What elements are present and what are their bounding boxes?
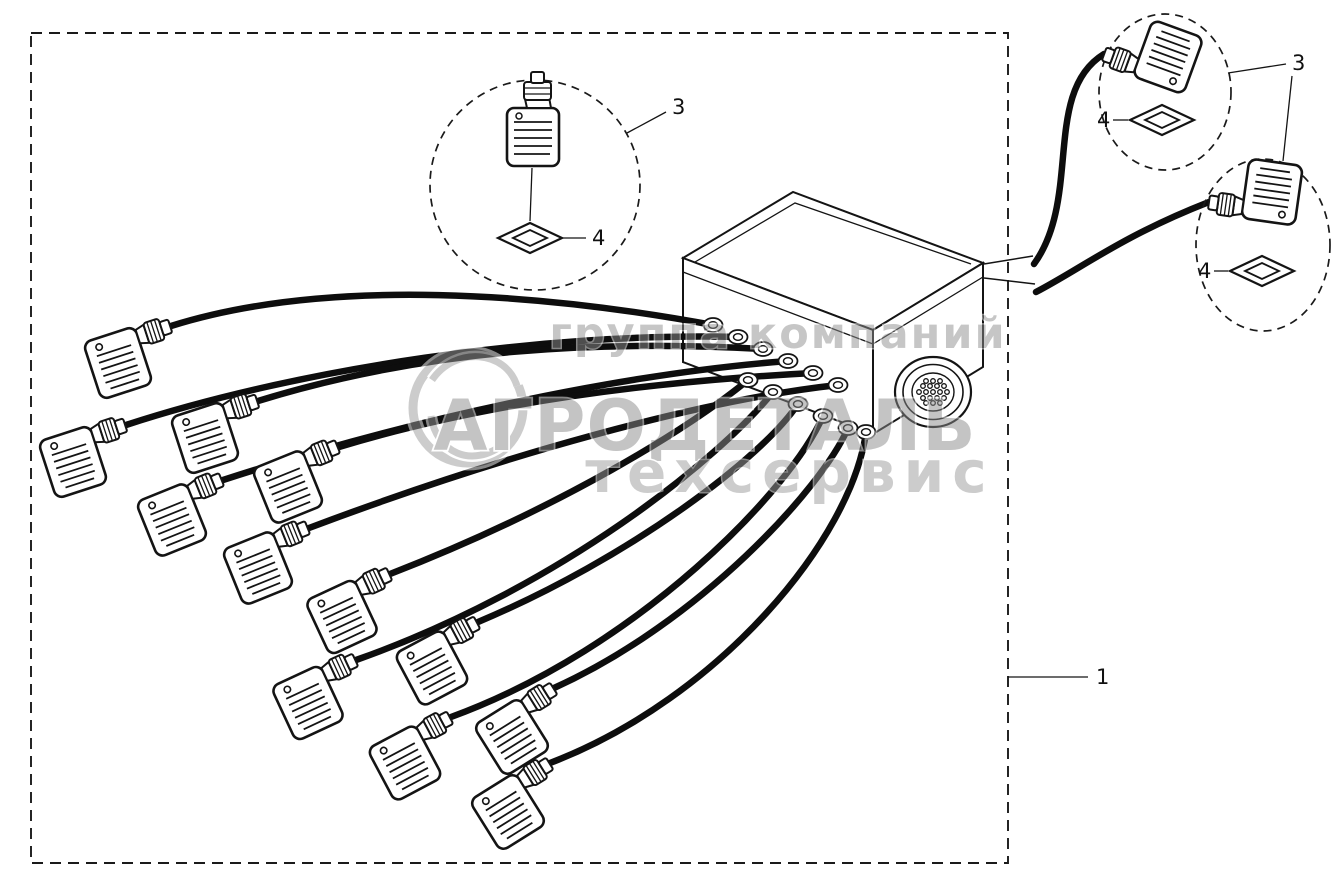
detail-circle-top-right-1: 4 (1097, 6, 1232, 171)
connector-plug (467, 752, 577, 854)
detail-connector-front (505, 71, 561, 168)
cable-external (1032, 198, 1213, 296)
cable (254, 342, 767, 405)
multipin-connector (893, 355, 973, 429)
detail-circle-top-right-2: 4 (1195, 152, 1331, 332)
connector-plug (81, 314, 187, 402)
connector-plug (365, 706, 475, 804)
watermark-line2: АГРОДЕТАЛЬ (433, 385, 976, 467)
connector-plug (303, 562, 412, 657)
cable (474, 400, 802, 626)
cable-bundle (122, 50, 1213, 767)
connector-plug (1206, 152, 1305, 227)
connector-pins (916, 378, 950, 406)
connector-plug (168, 389, 274, 477)
callout-4-label: 4 (592, 226, 605, 250)
watermark-logo-icon (405, 345, 531, 471)
connector-plug (392, 611, 502, 709)
connector-plug (471, 677, 581, 779)
seal-gasket (1228, 254, 1296, 288)
cable (546, 428, 870, 767)
connector-plug (36, 413, 142, 501)
watermark-line1: группа компаний (549, 309, 1006, 359)
callout-3-label: 3 (1292, 51, 1305, 75)
watermark-line3: техсервис (585, 438, 994, 506)
callout-4-label: 4 (1198, 259, 1211, 283)
callout-4-label: 4 (1097, 108, 1110, 132)
connector-plug (1099, 6, 1205, 96)
callout-3-label: 3 (672, 95, 685, 119)
watermark: группа компаний АГРОДЕТАЛЬ техсервис (405, 308, 1006, 508)
cable (386, 376, 752, 578)
cable (167, 291, 717, 330)
cable-external (1030, 50, 1108, 268)
seal-gasket (496, 221, 564, 255)
connector-plug (269, 648, 378, 743)
assembly-boundary-dashed-border (30, 32, 1009, 864)
cable (550, 424, 852, 692)
detail-circle-center: 4 (429, 71, 641, 291)
cable (122, 333, 742, 429)
seal-gasket (1128, 103, 1196, 137)
cable (447, 412, 827, 721)
cable (352, 388, 777, 664)
callout-1-label: 1 (1096, 665, 1109, 689)
